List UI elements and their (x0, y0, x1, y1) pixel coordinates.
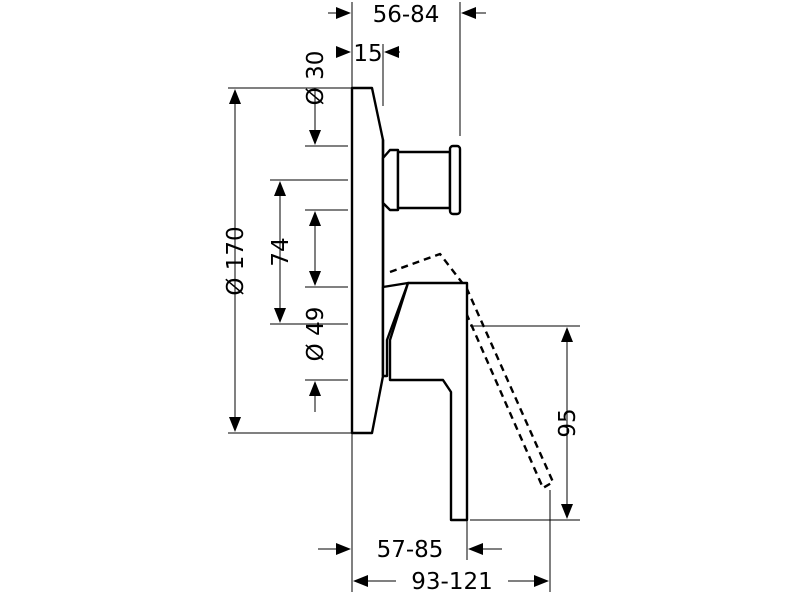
arrow-15-left (336, 46, 351, 58)
dimension-label-74: 74 (268, 237, 294, 266)
arrow-95-bottom (561, 504, 573, 519)
dimension-label-93-121: 93-121 (411, 569, 492, 595)
dimension-label-diameter-30: Ø 30 (303, 51, 329, 106)
dimension-label-15: 15 (353, 41, 382, 67)
diverter-knob (381, 148, 400, 212)
diverter-knob-body (396, 150, 452, 210)
arrow-49-lower (309, 381, 321, 396)
dimension-label-diameter-170: Ø 170 (223, 226, 249, 295)
lever-open-position-dashed (389, 252, 555, 490)
arrow-30-upper (309, 130, 321, 145)
arrow-74-bottom (274, 308, 286, 323)
escutcheon-plate (350, 86, 385, 435)
part-outline (350, 86, 555, 522)
arrow-170-top (229, 89, 241, 104)
arrow-95-top (561, 327, 573, 342)
arrow-49-upper (309, 271, 321, 286)
arrow-56-84-right (461, 7, 476, 19)
arrow-56-84-left (336, 7, 351, 19)
dimension-labels: 56-84 15 Ø 30 Ø 170 74 Ø 49 95 57-85 93-… (223, 2, 581, 595)
arrow-74-top (274, 181, 286, 196)
arrow-57-85-left (336, 543, 351, 555)
dimension-label-95: 95 (555, 408, 581, 437)
lever-handle (388, 281, 469, 522)
lever-hub (381, 281, 410, 378)
arrow-15-right (384, 46, 399, 58)
arrow-30-lower (309, 211, 321, 226)
arrow-57-85-right (468, 543, 483, 555)
dimension-label-56-84: 56-84 (373, 2, 440, 28)
arrow-93-121-right (534, 575, 549, 587)
arrowheads (229, 7, 573, 587)
dimension-label-57-85: 57-85 (377, 537, 444, 563)
arrow-170-bottom (229, 417, 241, 432)
dimension-label-diameter-49: Ø 49 (303, 307, 329, 362)
arrow-93-121-left (353, 575, 368, 587)
diverter-knob-cap (448, 144, 462, 216)
